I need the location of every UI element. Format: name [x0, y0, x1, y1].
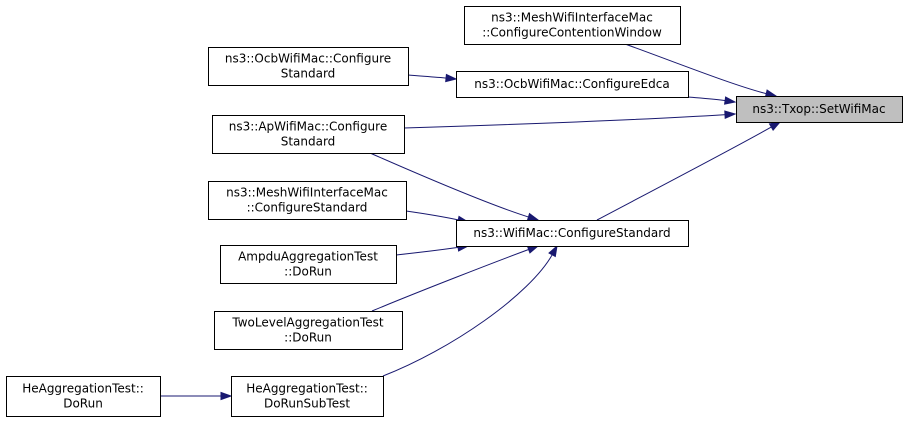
edge-line	[382, 253, 554, 377]
node-setwifimac[interactable]: ns3::Txop::SetWifiMac	[736, 96, 903, 123]
node-wifimac-std[interactable]: ns3::WifiMac::ConfigureStandard	[456, 220, 689, 247]
node-he-run[interactable]: HeAggregationTest::DoRun	[6, 376, 161, 417]
edge-he-sub-to-wifimac-std	[382, 244, 558, 377]
node-box	[220, 245, 397, 284]
node-label-line: ::DoRun	[284, 331, 332, 345]
edge-line	[405, 210, 460, 221]
nodes-layer: ns3::Txop::SetWifiMacns3::MeshWifiInterf…	[6, 6, 903, 417]
node-label-line: AmpduAggregationTest	[238, 250, 378, 264]
arrowhead	[724, 110, 737, 119]
edges-layer	[159, 43, 782, 401]
node-label-line: DoRun	[63, 397, 103, 411]
node-box	[456, 71, 689, 98]
node-label-line: HeAggregationTest::	[22, 382, 144, 396]
edge-line	[395, 246, 460, 256]
node-ap-std[interactable]: ns3::ApWifiMac::ConfigureStandard	[212, 115, 405, 154]
node-he-sub[interactable]: HeAggregationTest::DoRunSubTest	[231, 376, 384, 417]
node-label-line: TwoLevelAggregationTest	[231, 316, 384, 330]
arrowhead	[768, 121, 782, 131]
node-ampdu[interactable]: AmpduAggregationTest::DoRun	[220, 245, 397, 284]
arrowhead	[526, 212, 540, 222]
node-box	[212, 115, 405, 154]
node-box	[208, 47, 409, 86]
node-label-line: HeAggregationTest::	[246, 382, 368, 396]
node-box	[464, 6, 681, 45]
node-label-line: ::ConfigureStandard	[247, 201, 368, 215]
arrowhead	[445, 73, 458, 83]
arrowhead	[220, 391, 233, 401]
edge-wifimac-std-to-setwifimac	[596, 121, 782, 221]
edge-line	[687, 96, 727, 102]
node-box	[208, 181, 407, 220]
arrowhead	[548, 244, 558, 258]
edge-line	[624, 43, 768, 95]
edge-ap-std-to-setwifimac	[403, 110, 737, 129]
node-label-line: ns3::MeshWifiInterfaceMac	[226, 186, 388, 200]
node-box	[456, 220, 689, 247]
node-label-line: Standard	[281, 135, 336, 149]
node-label-line: ns3::ApWifiMac::Configure	[229, 120, 387, 134]
node-label-line: ::DoRun	[284, 265, 332, 279]
node-box	[736, 96, 903, 123]
node-label-line: Standard	[281, 67, 336, 81]
node-mesh-std[interactable]: ns3::MeshWifiInterfaceMac::ConfigureStan…	[208, 181, 407, 220]
arrowhead	[724, 96, 737, 105]
node-twolevel[interactable]: TwoLevelAggregationTest::DoRun	[214, 311, 403, 350]
node-label-line: ns3::OcbWifiMac::Configure	[225, 52, 391, 66]
node-box	[231, 376, 384, 417]
edge-he-run-to-he-sub	[159, 391, 233, 401]
node-label-line: DoRunSubTest	[264, 397, 350, 411]
arrowhead	[526, 245, 540, 254]
node-mesh-cw[interactable]: ns3::MeshWifiInterfaceMac::ConfigureCont…	[464, 6, 681, 45]
node-label-line: ns3::MeshWifiInterfaceMac	[491, 11, 653, 25]
node-label-line: ns3::Txop::SetWifiMac	[752, 102, 885, 116]
node-label-line: ::ConfigureContentionWindow	[482, 26, 662, 40]
node-box	[6, 376, 161, 417]
node-box	[214, 311, 403, 350]
edge-ap-std-to-wifimac-std	[369, 152, 540, 222]
edge-line	[371, 248, 530, 312]
node-ocb-edca[interactable]: ns3::OcbWifiMac::ConfigureEdca	[456, 71, 689, 98]
node-label-line: ns3::WifiMac::ConfigureStandard	[473, 226, 670, 240]
edge-line	[369, 152, 530, 218]
edge-line	[407, 74, 448, 79]
edge-ocb-std-to-ocb-edca	[407, 73, 458, 83]
edge-ocb-edca-to-setwifimac	[687, 96, 737, 105]
edge-line	[596, 126, 773, 221]
node-ocb-std[interactable]: ns3::OcbWifiMac::ConfigureStandard	[208, 47, 409, 86]
edge-line	[403, 114, 727, 129]
node-label-line: ns3::OcbWifiMac::ConfigureEdca	[474, 77, 669, 91]
